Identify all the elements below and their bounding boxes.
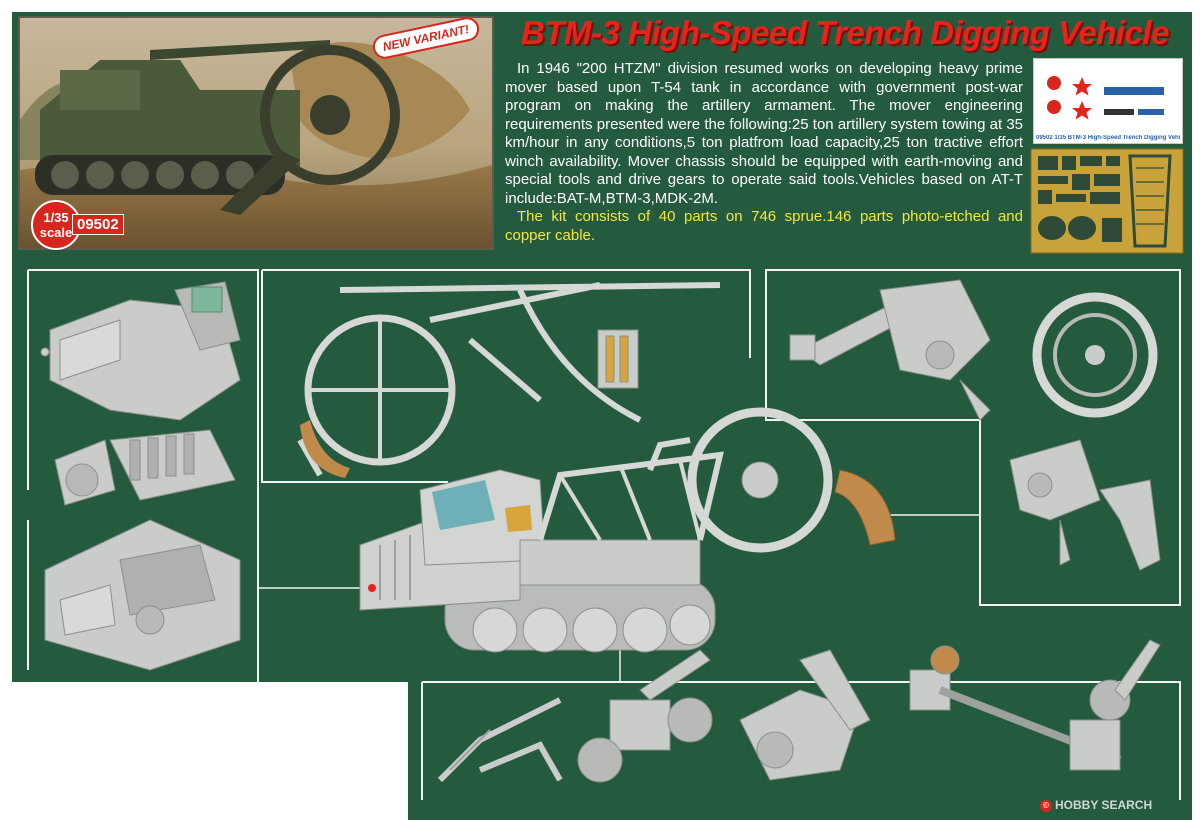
hobby-search-logo-icon: © [1040, 799, 1052, 812]
gearbox-part [577, 649, 713, 783]
track-links-part [437, 697, 563, 783]
watermark-text: HOBBY SEARCH [1055, 798, 1153, 812]
decal-caption: 09502 1/35 BTM-3 High-Speed Trench Diggi… [1036, 135, 1180, 141]
kit-contents-text: The kit consists of 40 parts on 746 spru… [505, 208, 1023, 244]
engine-part [54, 429, 236, 506]
photo-etched-graphics [1030, 148, 1184, 254]
decal-graphics [1047, 76, 1164, 120]
scale-badge-top: 1/35 [43, 210, 69, 225]
box-art-image [20, 18, 492, 248]
chain-drive-part [909, 639, 1161, 771]
gear-wheel-part [1032, 292, 1158, 418]
history-description: In 1946 "200 HTZM" division resumed work… [505, 60, 1023, 207]
hobby-search-watermark: ©HOBBY SEARCH [1040, 798, 1152, 812]
description-text-block: In 1946 "200 HTZM" division resumed work… [505, 60, 1023, 245]
product-code-badge: 09502 [72, 214, 124, 235]
arm-assembly-part [789, 279, 991, 421]
scale-badge-bottom: scale [39, 225, 73, 240]
page-title: BTM-3 High-Speed Trench Digging Vehicle [521, 14, 1169, 51]
decal-sheet-image: 09502 1/35 BTM-3 High-Speed Trench Diggi… [1033, 58, 1183, 144]
chassis-interior-part [44, 519, 241, 671]
ripper-part [1009, 439, 1161, 571]
winch-part [597, 329, 639, 389]
drive-unit-part [739, 649, 871, 781]
main-vehicle-model [359, 407, 896, 653]
trench-wheel-part [297, 282, 721, 477]
cab-interior-part [40, 281, 241, 421]
blade-part [300, 420, 350, 478]
photo-etched-sheet-image [1030, 148, 1184, 254]
